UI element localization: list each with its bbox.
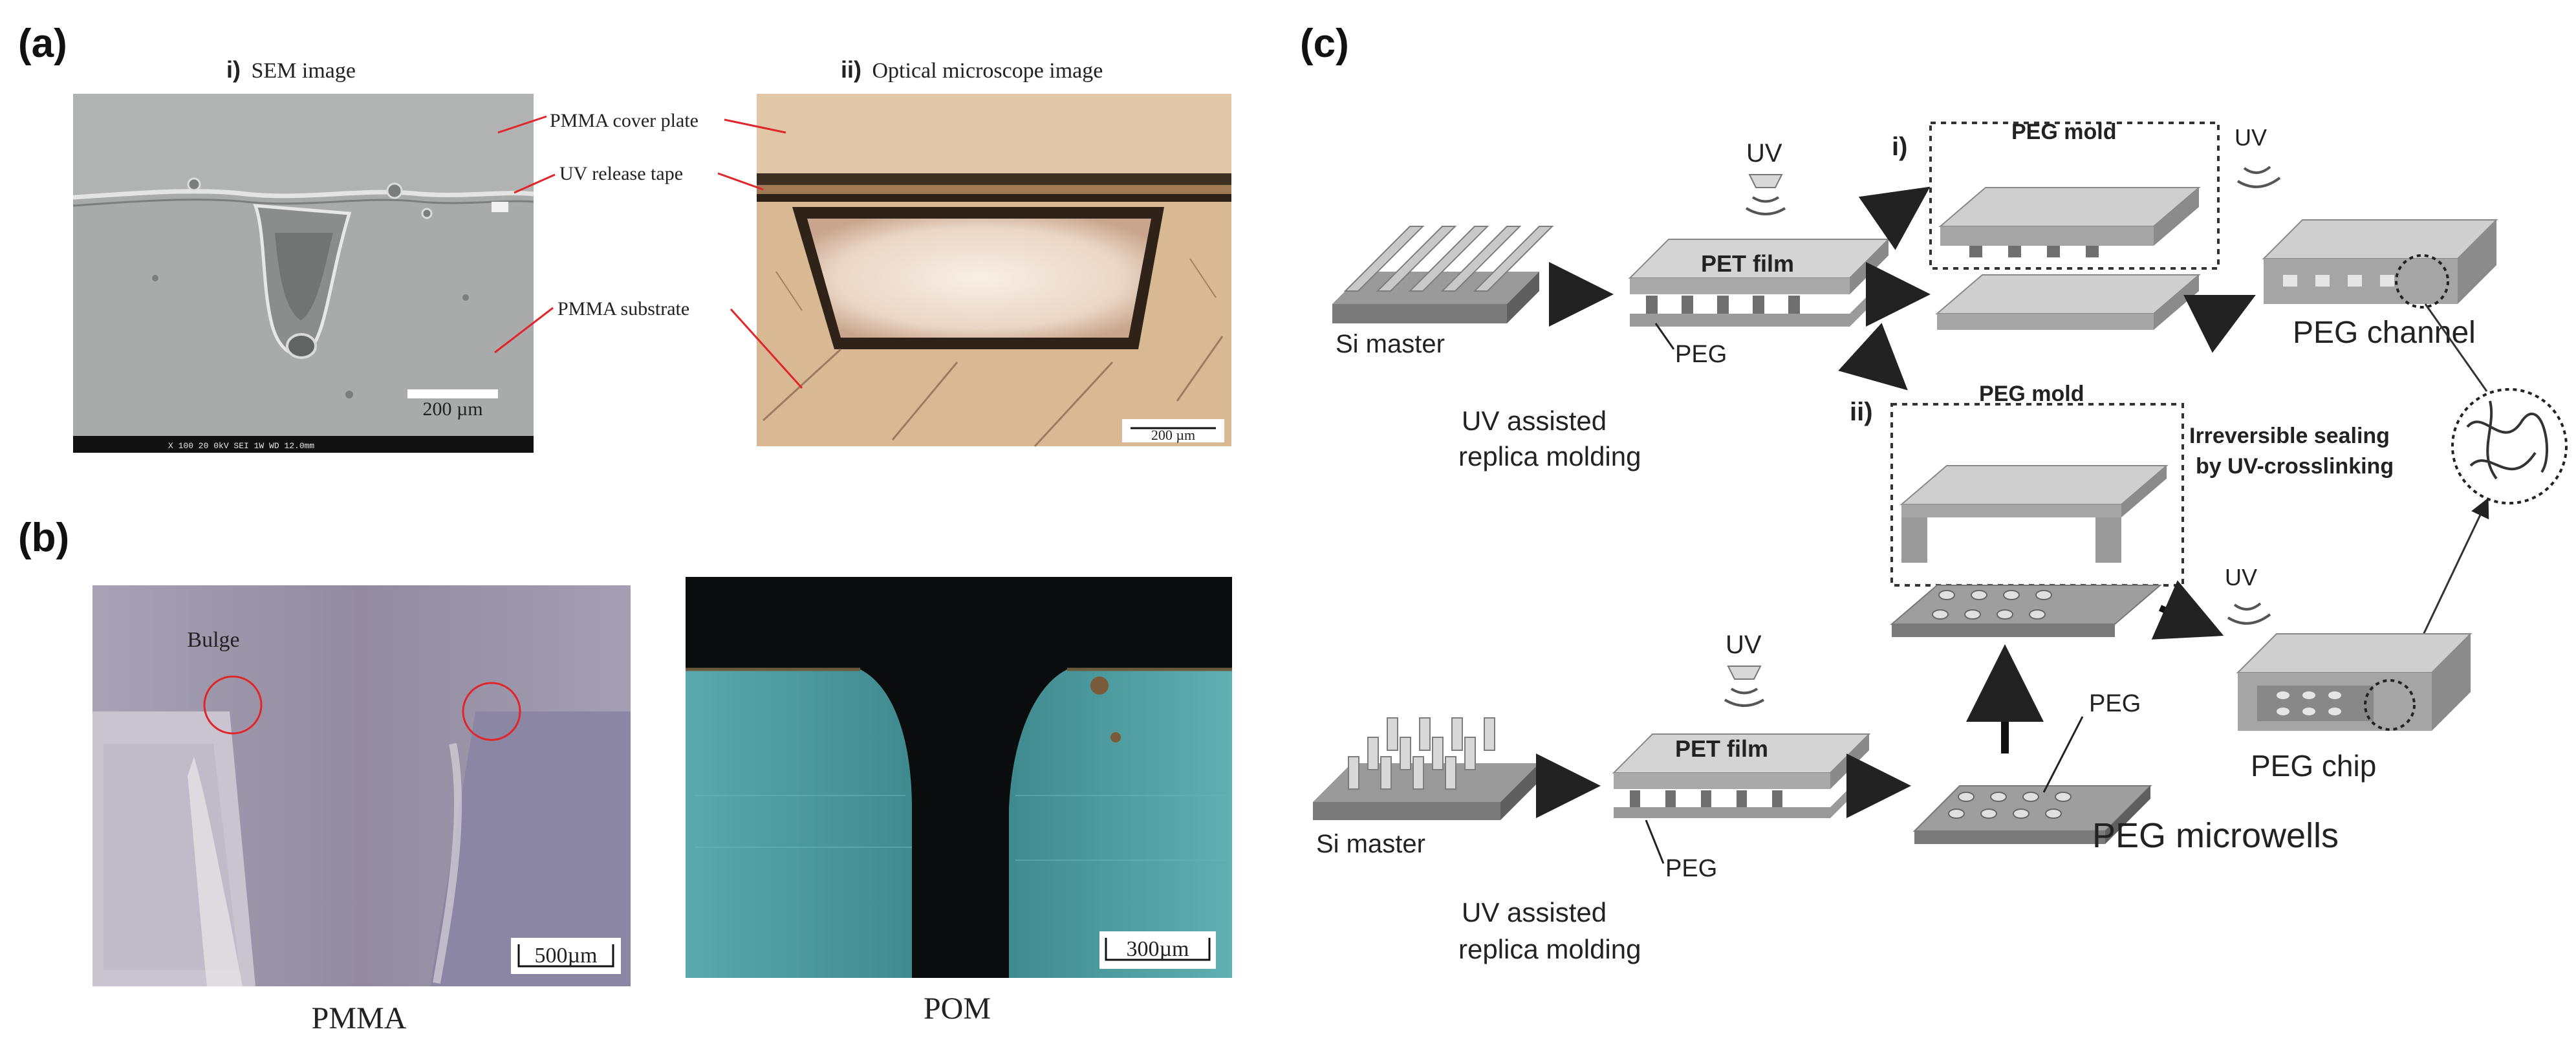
peg-top-label: PEG: [1675, 341, 1727, 368]
bulge-label: Bulge: [187, 628, 239, 652]
panel-c-label: (c): [1300, 21, 1349, 66]
optical-title: ii) Optical microscope image: [841, 56, 1103, 83]
uv-bottom-label: UV: [1726, 631, 1762, 659]
peg-bottom-pointer: [1645, 819, 1665, 864]
arrow-route-i-up: [1858, 186, 1931, 250]
peg-microwells-block: [1912, 785, 2152, 844]
sem-title: i) SEM image: [226, 56, 356, 83]
annotation-uv-release-tape: UV release tape: [559, 163, 683, 184]
sem-image: X 100 20 0kV SEI 1W WD 12.0mm 200 µm: [72, 94, 534, 453]
sem-title-text: SEM image: [252, 59, 356, 83]
uv-channel-label: UV: [2235, 124, 2267, 151]
pointer-substrate-left: [494, 307, 554, 354]
sem-title-num: i): [226, 56, 241, 83]
route-i-label: i): [1892, 133, 1907, 161]
peg-channel-block: [2262, 219, 2498, 309]
pointer-tape-left: [514, 173, 556, 194]
pmma-scalebar-label: 500µm: [534, 944, 597, 968]
arrow-to-channel: [2183, 295, 2256, 353]
optical-title-num: ii): [841, 56, 861, 83]
optical-image: 200 µm: [757, 94, 1231, 448]
uv-assisted-bottom-line1: UV assisted: [1462, 897, 1607, 927]
panel-b-label: (b): [18, 515, 69, 560]
link-channel-to-inset: [2424, 303, 2488, 392]
annotation-pmma-cover-plate: PMMA cover plate: [550, 110, 698, 131]
pet-stack-bottom: [1612, 733, 1871, 818]
pointer-tape-right: [717, 172, 764, 191]
optical-title-text: Optical microscope image: [872, 59, 1103, 83]
peg-mold-ii: [1890, 403, 2184, 637]
panel-a-annotations: PMMA cover plate UV release tape PMMA su…: [494, 110, 803, 389]
arrow-route-ii: [1838, 323, 1908, 391]
uv-icon-top: UV: [1745, 139, 1786, 215]
pom-scalebar-label: 300µm: [1126, 937, 1189, 961]
pet-film-bottom-label: PET film: [1675, 735, 1768, 762]
pet-stack-top: [1628, 239, 1890, 327]
uv-assisted-top-line2: replica molding: [1458, 441, 1641, 471]
annotation-pmma-substrate: PMMA substrate: [557, 298, 689, 320]
si-master-top-label: Si master: [1336, 330, 1445, 358]
sem-scalebar-label: 200 µm: [422, 398, 482, 420]
irreversible-line1: Irreversible sealing: [2189, 424, 2390, 448]
peg-microwells-label: PEG microwells: [2092, 816, 2339, 855]
irreversible-line2: by UV-crosslinking: [2196, 454, 2394, 479]
si-master-top: [1332, 226, 1554, 323]
optical-scalebar-label: 200 µm: [1151, 427, 1195, 443]
peg-mold-i-label: PEG mold: [2011, 120, 2116, 144]
si-master-bottom-label: Si master: [1316, 830, 1425, 858]
pom-caption: POM: [924, 991, 991, 1026]
pmma-caption: PMMA: [312, 1001, 407, 1035]
peg-channel-label: PEG channel: [2293, 316, 2476, 350]
peg-microwells-pointer: [2042, 716, 2084, 793]
pmma-image: Bulge 500µm: [92, 585, 631, 986]
uv-assisted-bottom-line2: replica molding: [1458, 934, 1641, 964]
peg-microwells-peg-label: PEG: [2089, 690, 2141, 717]
uv-chip-label: UV: [2225, 564, 2257, 591]
si-master-bottom: [1313, 717, 1539, 820]
peg-mold-ii-label: PEG mold: [1979, 382, 2084, 406]
peg-top-pointer: [1654, 323, 1675, 350]
panel-a-label: (a): [18, 21, 67, 66]
uv-assisted-top-line1: UV assisted: [1462, 406, 1607, 436]
sem-info-bar: X 100 20 0kV SEI 1W WD 12.0mm: [168, 441, 314, 451]
peg-mold-i: [1929, 122, 2220, 330]
peg-chip-label: PEG chip: [2251, 749, 2376, 783]
uv-icon-chip: UV: [2225, 564, 2271, 625]
route-ii-label: ii): [1850, 398, 1873, 426]
pointer-substrate-right: [730, 308, 803, 389]
uv-top-label: UV: [1746, 139, 1782, 168]
uv-icon-channel: UV: [2235, 124, 2281, 188]
pointer-cover-right: [724, 118, 786, 134]
peg-bottom-label: PEG: [1665, 855, 1717, 882]
uv-icon-bottom: UV: [1724, 631, 1765, 707]
pet-film-top-label: PET film: [1701, 250, 1794, 277]
arrow-to-chip: [2151, 580, 2224, 640]
pointer-cover-left: [497, 115, 547, 134]
pom-image: 300µm: [686, 577, 1232, 978]
peg-chip-block: [2236, 633, 2473, 731]
